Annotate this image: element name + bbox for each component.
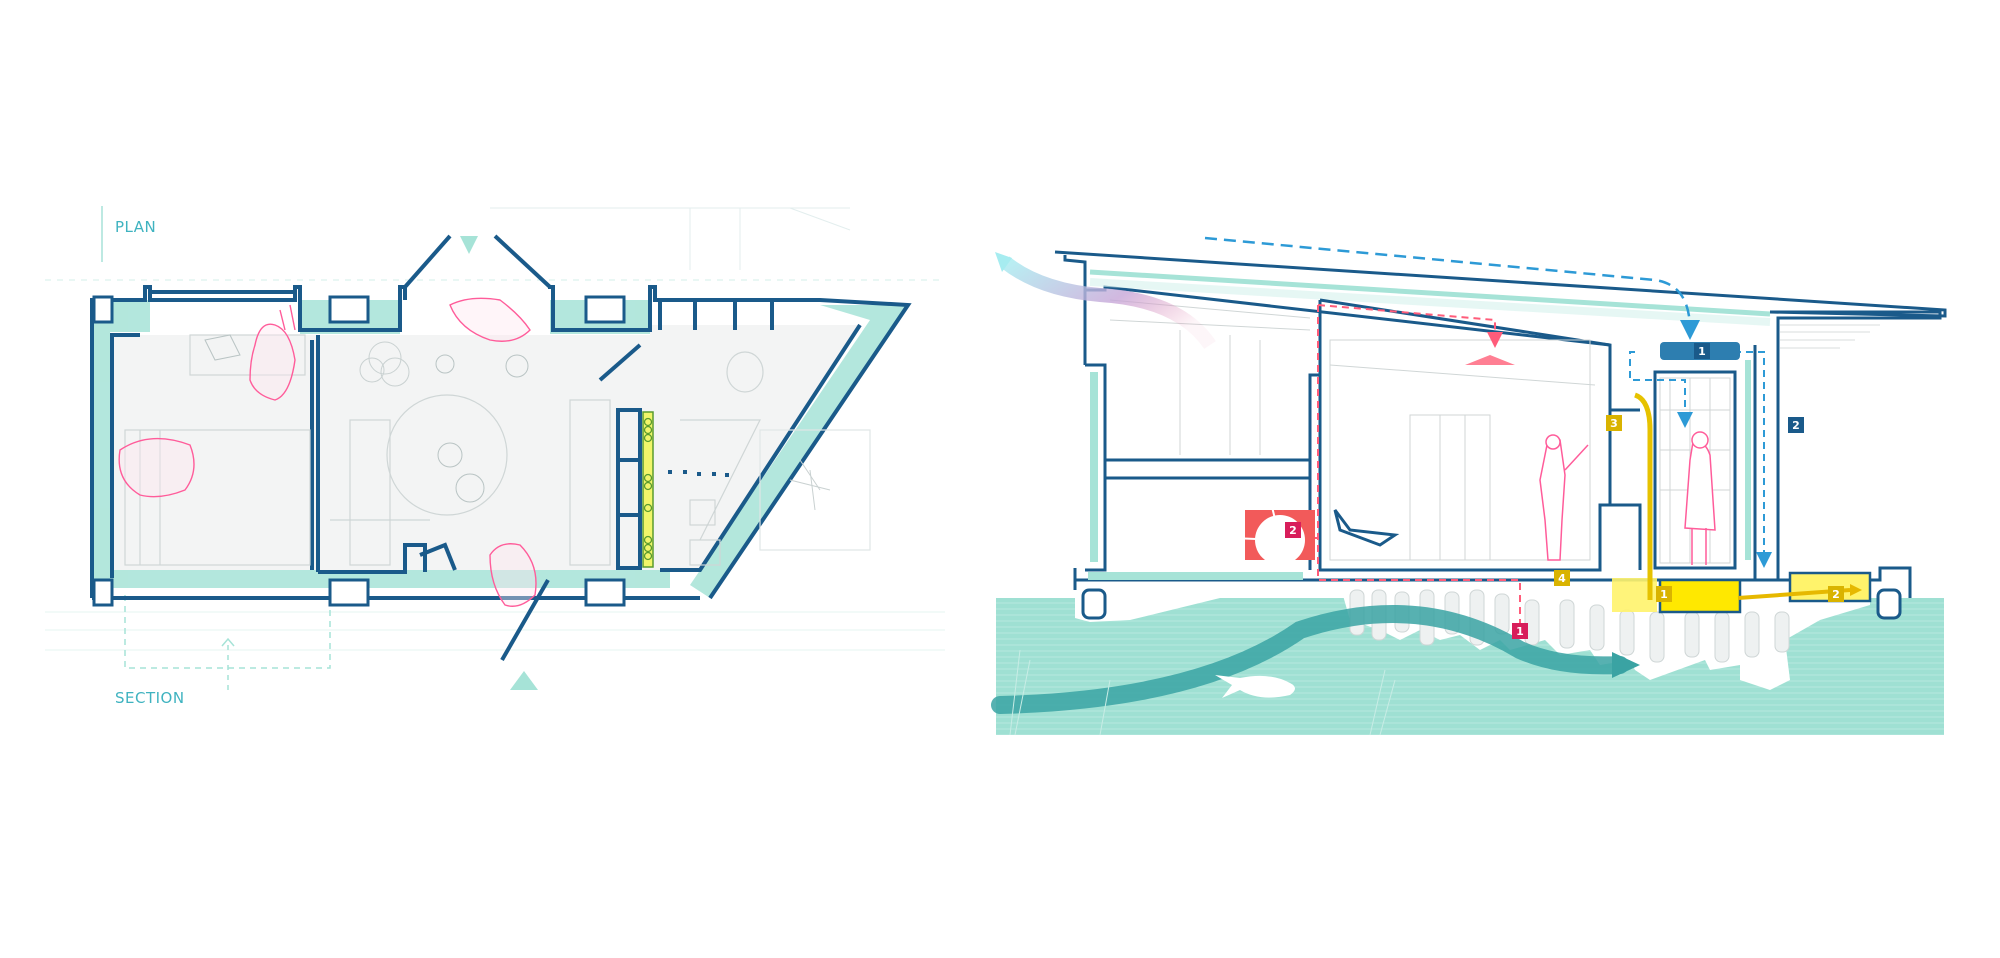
people-figures — [118, 297, 537, 607]
fish-icon — [1215, 675, 1295, 698]
roof-insulation — [1089, 269, 1771, 317]
airflow-arrow — [1000, 256, 1216, 350]
float-right — [1876, 588, 1902, 620]
water-badge-2: 2 — [1828, 586, 1844, 602]
pendant-lamp — [1465, 355, 1515, 365]
rain-badge-2: 2 — [1788, 417, 1804, 433]
water-badge-1: 1 — [1656, 586, 1672, 602]
section-cut-line — [124, 595, 331, 669]
plan-title-rule — [101, 206, 103, 262]
water-badge-4: 4 — [1554, 570, 1570, 586]
greywater-tank-1 — [1658, 578, 1742, 614]
water-current-arrow — [991, 605, 1629, 714]
plan-title: PLAN — [115, 218, 157, 236]
heat-badge-2: 2 — [1285, 522, 1301, 538]
rainwater-flow — [1204, 236, 1700, 340]
rain-badge-1: 1 — [1694, 343, 1710, 359]
entry-marker-top — [460, 236, 478, 254]
entry-marker-bottom — [510, 671, 538, 690]
heat-badge-1: 1 — [1512, 623, 1528, 639]
section-marker-label: SECTION — [115, 689, 185, 707]
greywater-flow — [1633, 392, 1653, 600]
heat-flow — [1317, 305, 1521, 625]
float-left — [1081, 588, 1107, 620]
water-badge-3: 3 — [1606, 415, 1622, 431]
